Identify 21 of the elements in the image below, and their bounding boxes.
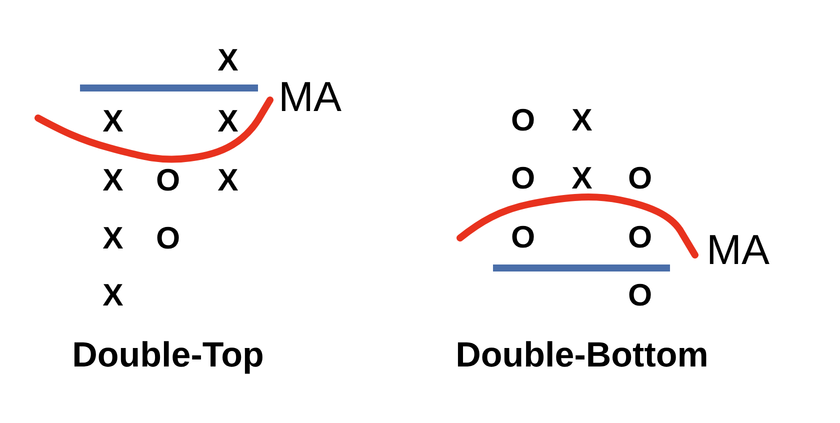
pattern-title: Double-Top <box>72 338 264 372</box>
chart-symbol: O <box>628 162 652 194</box>
chart-symbol: X <box>102 280 124 310</box>
chart-symbol: X <box>102 164 124 196</box>
chart-symbol: X <box>218 44 238 76</box>
moving-average-label: MA <box>706 229 770 271</box>
chart-symbol: O <box>628 280 652 310</box>
chart-symbol: O <box>510 222 536 252</box>
chart-symbol: O <box>510 162 536 194</box>
chart-symbol: X <box>102 106 124 136</box>
chart-symbol: O <box>510 104 536 136</box>
pattern-title: Double-Bottom <box>456 338 708 372</box>
chart-symbol: X <box>572 104 592 136</box>
chart-symbol: X <box>572 162 592 194</box>
chart-symbol: X <box>102 222 124 254</box>
chart-symbol: O <box>156 222 180 254</box>
moving-average-label: MA <box>278 76 342 118</box>
chart-symbol: X <box>218 106 238 136</box>
chart-symbol: O <box>156 164 180 196</box>
chart-symbol: X <box>218 164 238 196</box>
chart-symbol: O <box>628 222 652 252</box>
